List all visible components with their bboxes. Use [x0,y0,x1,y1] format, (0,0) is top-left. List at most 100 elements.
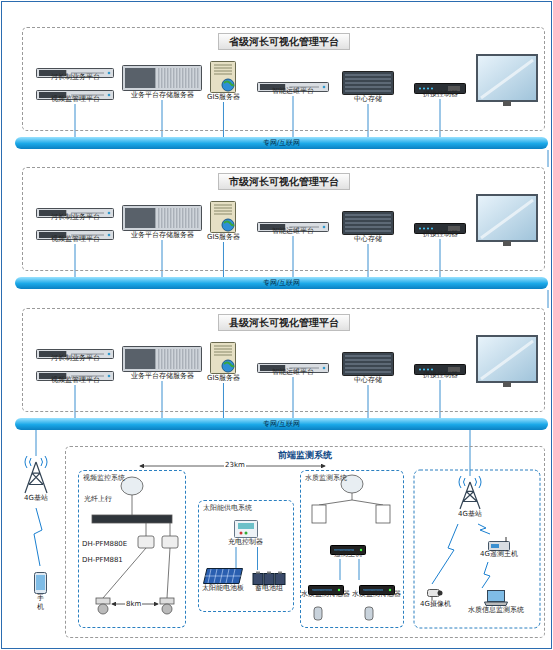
phone-icon [34,572,47,594]
connector [470,430,471,476]
video-wall [477,336,537,387]
connector [440,380,441,418]
device: 视频监管理平台 [36,225,114,244]
node-label: 充电控制器 [228,538,263,547]
node-label: 4G基站 [24,494,48,503]
tower-icon [20,456,52,494]
node-label: 视频监管理平台 [51,95,100,104]
node-label: 4G摄像机 [420,600,451,609]
connector [340,559,341,580]
node-label: 蓄电池组 [255,584,283,593]
device: 4G遥测主机 [480,536,518,559]
node-label: 智能运维平台 [272,368,314,377]
device: 4G基站 [20,456,52,503]
rack2-icon [122,346,202,372]
device: 中心存储 [342,71,394,104]
device: 业务平台存储服务器 [122,346,202,381]
node-label: 河长制业务平台 [51,73,100,82]
4g-group-box [414,470,540,628]
connector [368,385,369,418]
device: 业务平台存储服务器 [122,65,202,100]
wireless-link [34,508,490,588]
device: 太阳能电池板 [202,568,244,593]
platform-panel: 前端监测系统视频监控系统太阳能供电系统充电控制器太阳能电池板蓄电池组水质监测系统… [65,446,545,638]
rack-icon [36,203,114,213]
device: 河长制业务平台 [36,344,114,363]
annotation-label: 8km [125,600,142,609]
video-wall [477,195,537,246]
node-label: 中心存储 [354,376,382,385]
device: 中心存储 [342,352,394,385]
connector [162,240,163,277]
device: 充电控制器 [228,520,263,547]
storage-icon [342,352,394,376]
device: 智能运维平台 [257,77,329,96]
node-label: 市级河长可视化管理平台 [218,173,350,190]
connector [257,547,258,570]
water-monitor-drawing [312,475,390,620]
node-label: 4G基站 [458,510,482,519]
device: 遥测主机 [330,540,366,559]
device: 视频监管理平台 [36,85,114,104]
device: 水质监测传感器 [301,580,350,599]
node-label: 视频监管理平台 [51,376,100,385]
connector [75,385,76,418]
device: 蓄电池组 [252,570,286,593]
node-label: 水质监测传感器 [352,590,401,599]
platform-panel: 省级河长可视化管理平台河长制业务平台视频监管理平台 业务平台存储服务器 GIS服务器… [22,27,545,131]
rack-icon [257,358,329,368]
node-label: 专网/互联网 [263,279,300,288]
device: 水质信息监测系统 [468,590,524,615]
node-label: 遥测主机 [334,550,362,559]
dvr-icon [330,540,366,550]
node-label: 视频监控系统 [83,474,125,483]
node-label: 省级河长可视化管理平台 [218,33,350,50]
annotation-label: 光纤上行 [84,495,112,504]
device: 智能运维平台 [257,217,329,236]
connector [223,242,224,277]
device: 视频监管理平台 [36,366,114,385]
connector [75,244,76,277]
connector [359,559,360,580]
gis-icon [210,342,236,374]
video-wall [477,55,537,106]
connector [440,239,441,277]
node-label: 业务平台存储服务器 [131,91,194,100]
rack-icon [36,366,114,376]
connector [236,547,237,568]
connector [75,104,76,137]
annotation-label: DH-PFM881 [82,556,123,565]
node-label: 智能运维平台 [272,87,314,96]
device: GIS服务器 [207,342,240,383]
battery-icon [252,570,286,584]
rack-icon [36,225,114,235]
node-label: GIS服务器 [207,374,240,383]
connector [36,430,37,456]
node-label: 中心存储 [354,235,382,244]
device: 智能运维平台 [257,358,329,377]
node-label: 手机 [37,594,44,612]
ctrl-icon [414,219,466,230]
laptop-icon [484,590,508,606]
node-label: GIS服务器 [207,93,240,102]
ctrl-icon [414,360,466,371]
node-label: 拼接控制器 [423,230,458,239]
node-label: 前端监测系统 [274,450,336,461]
node-label: 水质监测系统 [305,474,347,483]
subsystem-box: 水质监测系统遥测主机水质监测传感器水质监测传感器 [300,470,404,628]
node-label: 智能运维平台 [272,227,314,236]
annotation-label: DH-PFM880E [82,540,127,549]
box-icon [234,520,258,538]
node-label: 太阳能电池板 [202,584,244,593]
device: 4G摄像机 [420,586,451,609]
device: 中心存储 [342,211,394,244]
dvr-icon [308,580,344,590]
storage-icon [342,211,394,235]
connector [223,383,224,418]
connector [368,104,369,137]
storage-icon [342,71,394,95]
device: 拼接控制器 [414,360,466,380]
dvr-icon [359,580,395,590]
